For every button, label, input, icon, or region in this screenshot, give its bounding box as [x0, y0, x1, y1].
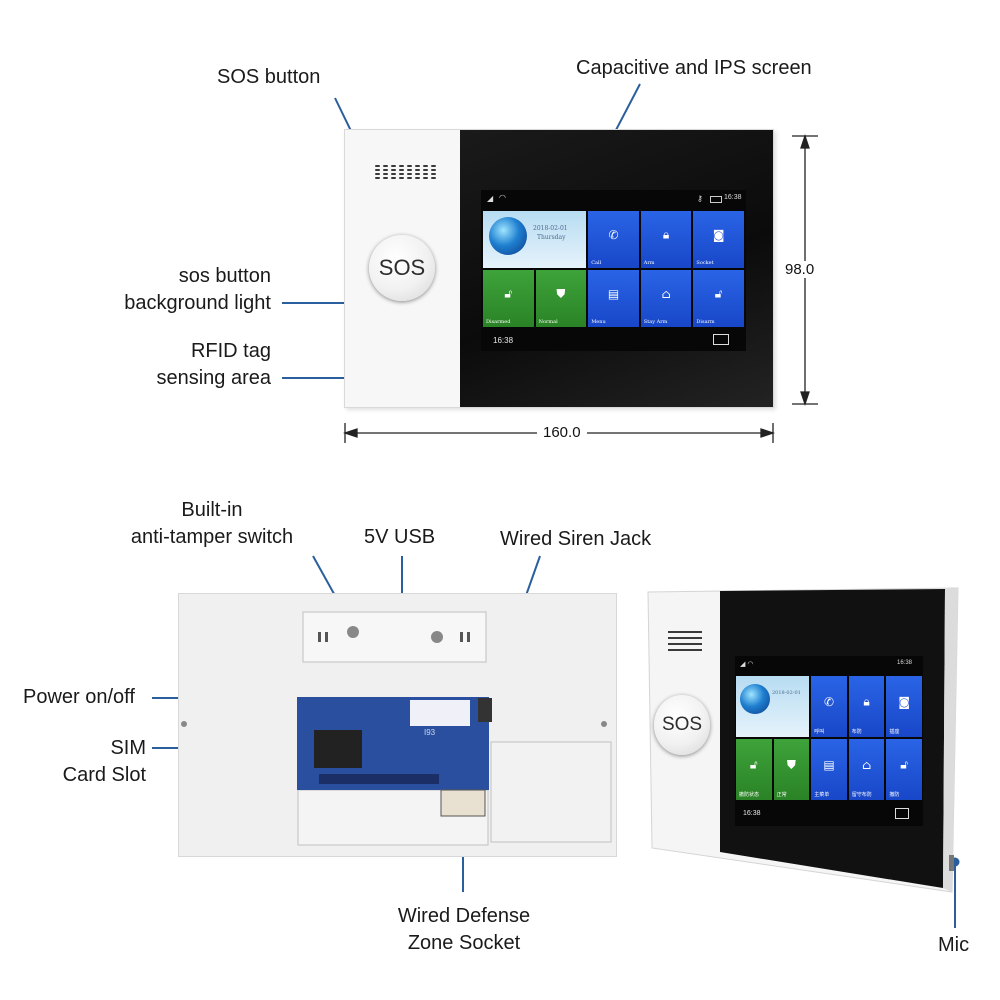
side-globe-icon: [740, 684, 770, 714]
siren-jack: [478, 698, 492, 722]
tile-socket[interactable]: ◙Socket: [693, 211, 744, 268]
label-mic: Mic: [938, 934, 970, 956]
screen-footer: 16:38: [481, 329, 746, 351]
side-sos-button[interactable]: SOS: [654, 695, 710, 755]
tile-grid: 2018-02-01 Thursday ✆Call 🔒︎Arm ◙Socket …: [483, 211, 744, 327]
home-icon: ⌂: [661, 286, 671, 301]
unlock-icon: 🔓︎: [749, 757, 758, 772]
side-tile-grid: 2018-02-01 ✆呼叫 🔒︎布防 ◙插座 🔓︎撤防状态 ⛊正常 ▤主菜单 …: [736, 676, 922, 800]
battery-icon: [710, 196, 722, 203]
side-tile-socket[interactable]: ◙插座: [886, 676, 922, 737]
socket-icon: ◙: [898, 694, 911, 709]
message-icon[interactable]: [713, 334, 729, 345]
tile-disarm[interactable]: 🔓︎Disarm: [693, 270, 744, 327]
side-mic-hole: [949, 855, 954, 871]
globe-icon: [489, 217, 527, 255]
dimension-width: 160.0: [537, 424, 587, 441]
lock-icon: 🔒︎: [863, 694, 870, 709]
status-time: 16:38: [724, 194, 742, 201]
lock-icon: 🔒︎: [662, 227, 670, 242]
dimension-height: 98.0: [782, 261, 818, 278]
unlock-icon: 🔓︎: [504, 286, 513, 301]
label-wired-siren-jack: Wired Siren Jack: [500, 528, 652, 550]
shield-icon: ⛊: [786, 757, 796, 772]
side-tile-arm[interactable]: 🔒︎布防: [848, 676, 885, 737]
side-status-time: 16:38: [897, 660, 913, 666]
key-icon: ⚷: [697, 194, 703, 203]
speaker-grille: [375, 165, 436, 179]
side-tile-stay-arm[interactable]: ⌂留守布防: [848, 739, 885, 800]
defense-zone-socket: [440, 789, 486, 817]
footer-time: 16:38: [493, 336, 514, 345]
label-5v-usb: 5V USB: [364, 526, 436, 548]
side-date-tile: 2018-02-01: [736, 676, 810, 737]
tile-normal[interactable]: ⛊Normal: [535, 270, 587, 327]
phone-icon: ✆: [823, 694, 835, 709]
label-sos-button: SOS button: [217, 66, 321, 88]
signal-icon: ◢: [487, 194, 494, 203]
unlock-icon: 🔓︎: [900, 757, 909, 772]
label-power-on-off: Power on/off: [23, 686, 135, 708]
side-tile-disarmed[interactable]: 🔓︎撤防状态: [736, 739, 772, 800]
tile-call[interactable]: ✆Call: [588, 211, 639, 268]
touch-screen[interactable]: ◢ ◠ ⚷ 16:38 2018-02-01 Thursday ✆Call 🔒︎…: [481, 190, 746, 351]
side-tile-disarm[interactable]: 🔓︎撤防: [886, 739, 922, 800]
side-sos-label: SOS: [661, 714, 703, 735]
home-icon: ⌂: [862, 757, 872, 772]
shield-icon: ⛊: [556, 286, 566, 301]
side-signal-icon: ◢ ◠: [740, 661, 754, 668]
socket-icon: ◙: [712, 227, 725, 242]
unlock-icon: 🔓︎: [714, 286, 723, 301]
sos-button-label: SOS: [378, 255, 426, 280]
side-screen-footer: 16:38: [735, 802, 923, 826]
phone-icon: ✆: [608, 227, 619, 242]
tamper-bracket: [302, 611, 487, 663]
side-date-text: 2018-02-01: [772, 690, 801, 696]
pcb-marking: I93: [424, 728, 436, 737]
screen-bezel: ◢ ◠ ⚷ 16:38 2018-02-01 Thursday ✆Call 🔒︎…: [460, 130, 773, 407]
tile-menu[interactable]: ▤Menu: [588, 270, 639, 327]
sim-card-slot: [314, 730, 362, 768]
weekday-text: Thursday: [537, 234, 566, 241]
side-footer-time: 16:38: [743, 810, 761, 817]
status-bar: ◢ ◠ ⚷ 16:38: [481, 190, 746, 210]
side-tile-menu[interactable]: ▤主菜单: [811, 739, 847, 800]
menu-icon: ▤: [607, 286, 620, 301]
date-text: 2018-02-01: [533, 225, 568, 232]
tile-arm[interactable]: 🔒︎Arm: [640, 211, 692, 268]
usb-port: [410, 700, 470, 726]
label-capacitive-ips-screen: Capacitive and IPS screen: [576, 57, 812, 79]
side-tile-normal[interactable]: ⛊正常: [773, 739, 810, 800]
side-message-icon[interactable]: [895, 808, 909, 819]
side-status-bar: ◢ ◠ 16:38: [735, 656, 923, 674]
tile-stay-arm[interactable]: ⌂Stay Arm: [640, 270, 692, 327]
date-tile: 2018-02-01 Thursday: [483, 211, 587, 268]
wifi-icon: ◠: [499, 193, 506, 202]
sos-button[interactable]: SOS: [369, 235, 435, 301]
tile-disarmed[interactable]: 🔓︎Disarmed: [483, 270, 534, 327]
front-panel: SOS ◢ ◠ ⚷ 16:38 2018-02-01 Thursday ✆Cal…: [344, 129, 774, 408]
side-screen[interactable]: ◢ ◠ 16:38 2018-02-01 ✆呼叫 🔒︎布防 ◙插座 🔓︎撤防状态…: [735, 656, 923, 826]
menu-icon: ▤: [823, 757, 835, 772]
side-tile-call[interactable]: ✆呼叫: [811, 676, 847, 737]
